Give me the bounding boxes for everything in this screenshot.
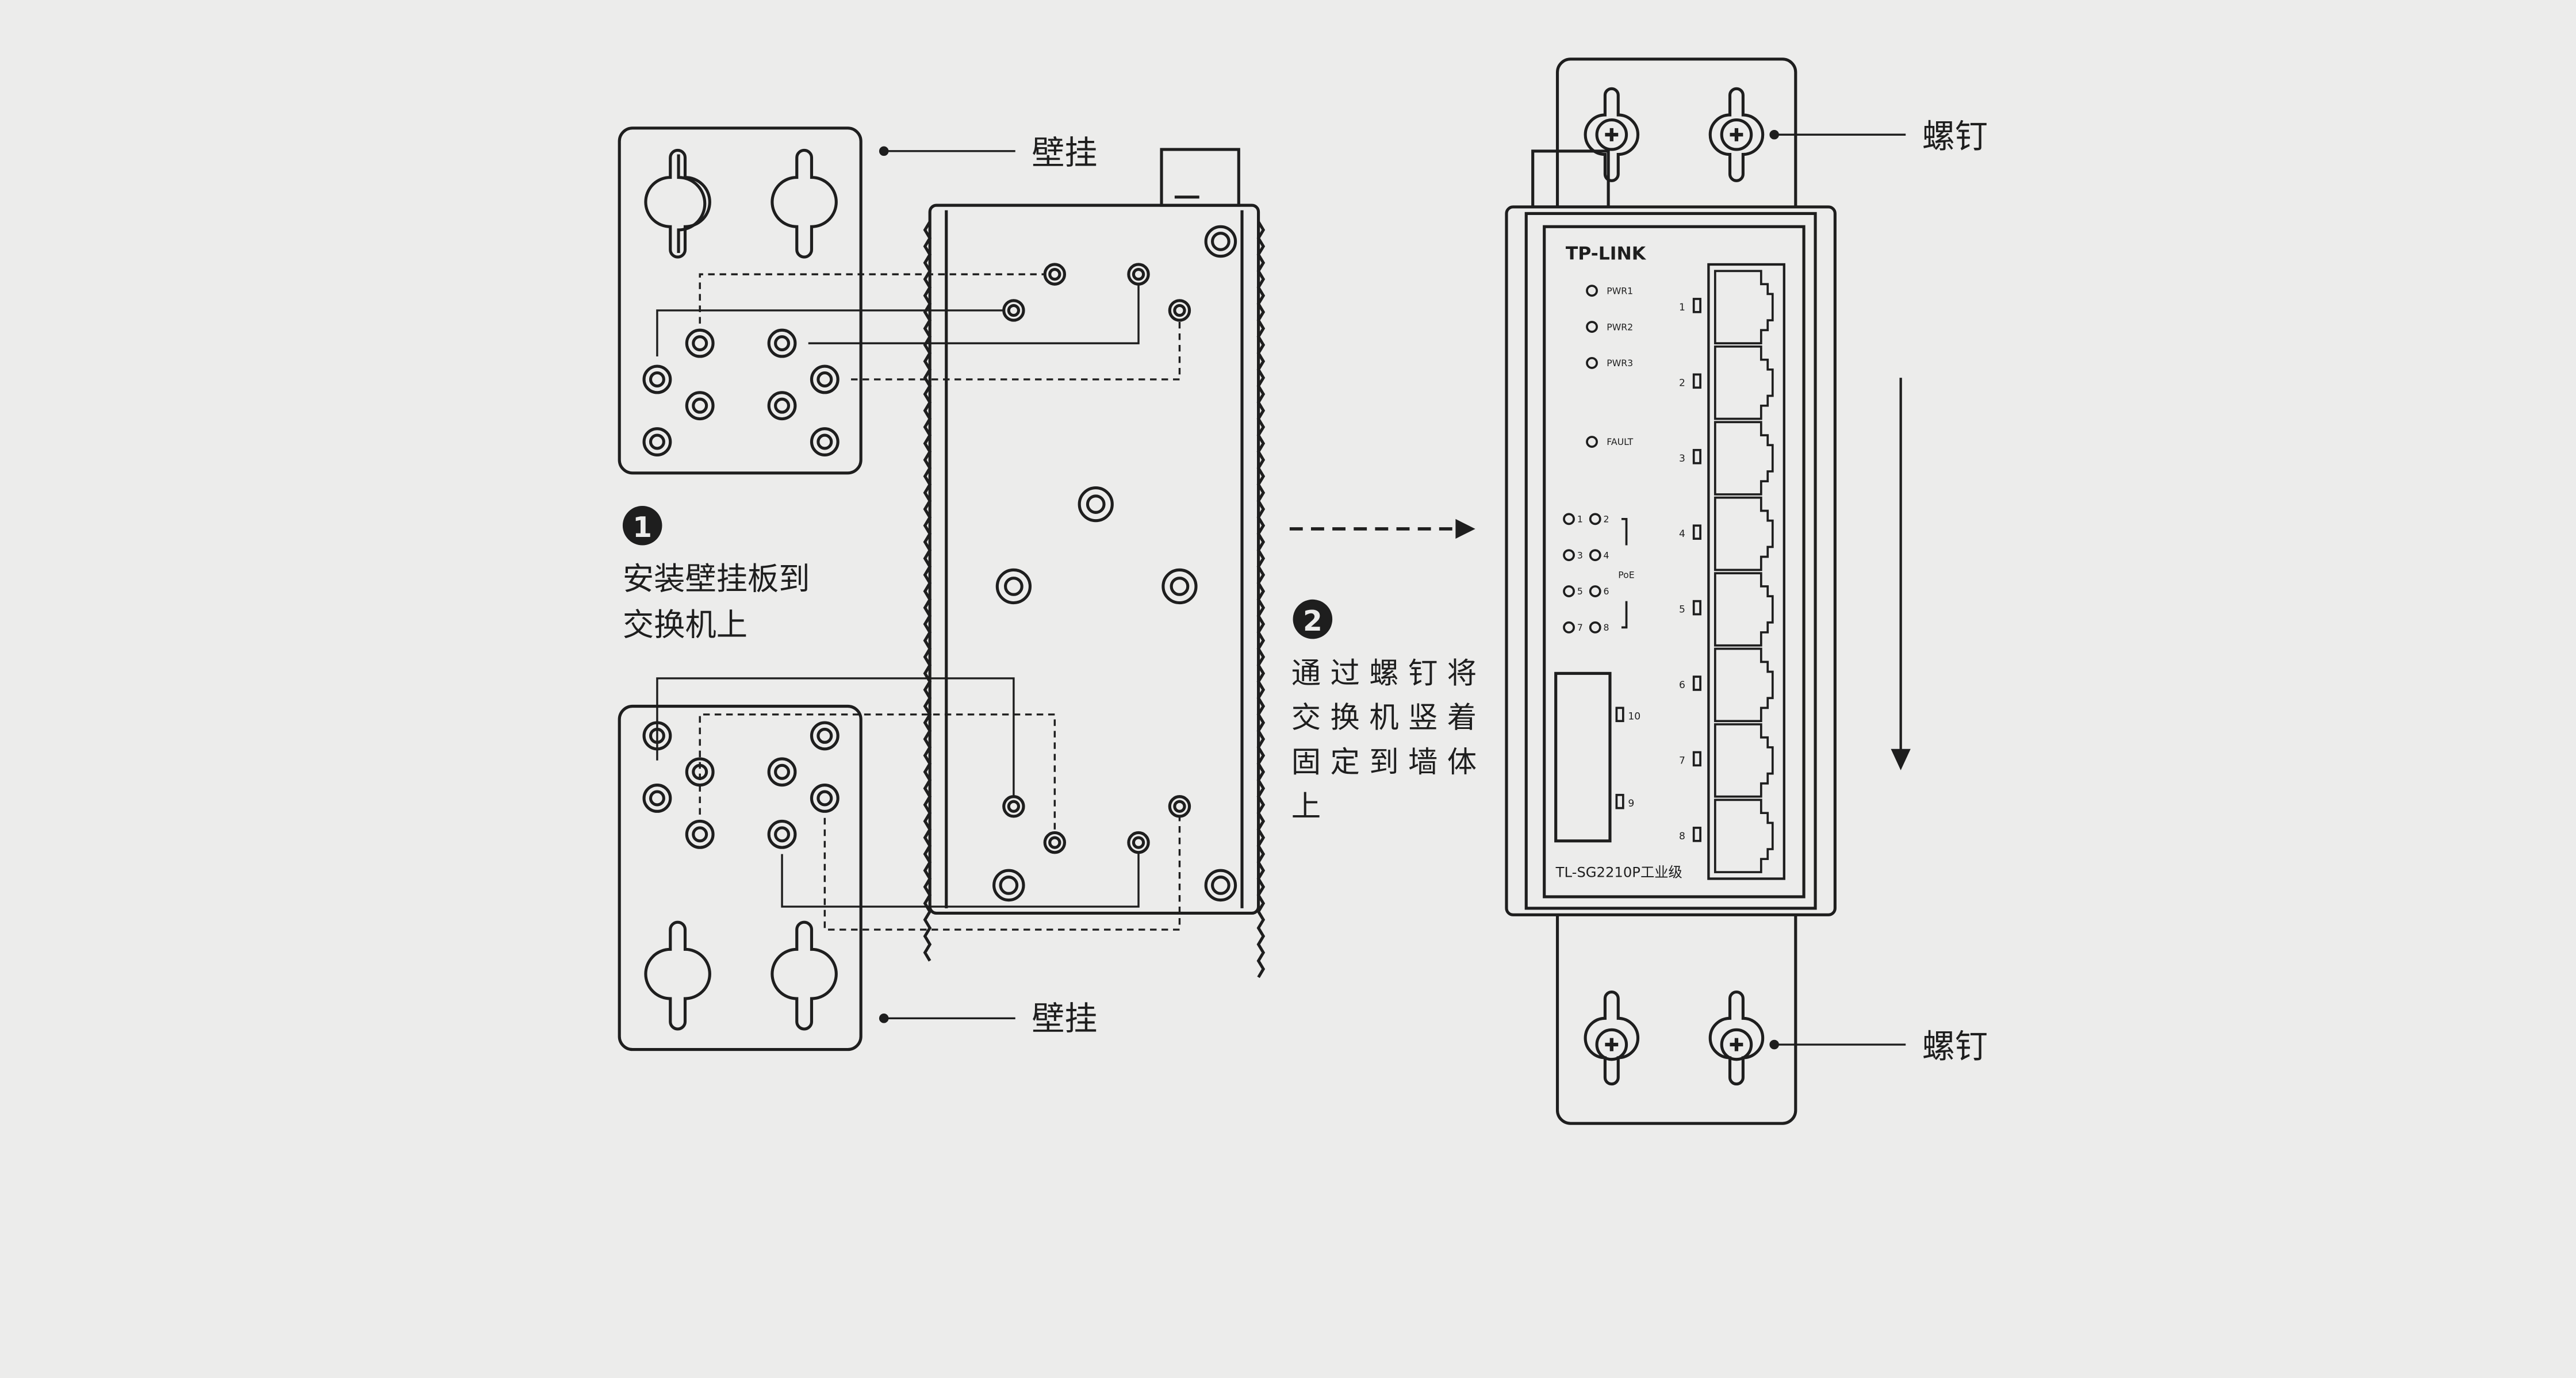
port-number: 8 xyxy=(1679,831,1685,842)
port-number: 1 xyxy=(1679,302,1685,313)
poe-led-label: 4 xyxy=(1604,550,1609,561)
poe-led-label: 5 xyxy=(1577,586,1583,597)
poe-led xyxy=(1589,513,1601,525)
power-led-label: PWR2 xyxy=(1607,321,1633,332)
poe-led xyxy=(1589,585,1601,597)
model-label: TL-SG2210P工业级 xyxy=(1555,864,1682,881)
fault-led xyxy=(1586,436,1598,448)
screw-label-top: 螺钉 xyxy=(1922,118,1988,156)
step-1-badge xyxy=(622,505,662,546)
poe-led xyxy=(1563,513,1575,525)
port-led xyxy=(1692,448,1701,465)
port-led xyxy=(1692,373,1701,389)
step-2-number: 2 xyxy=(1303,605,1322,638)
step-1-line-2: 交换机上 xyxy=(623,607,747,643)
port-led xyxy=(1692,751,1701,767)
poe-led xyxy=(1589,549,1601,562)
poe-bracket xyxy=(1621,517,1628,629)
power-led-label: PWR1 xyxy=(1607,285,1633,296)
poe-led-label: 7 xyxy=(1577,622,1583,633)
alignment-lines-bottom xyxy=(656,677,1181,931)
wall-bracket-front-top xyxy=(1531,57,1797,209)
step-2-line-3: 固 定 到 墙 体 xyxy=(1291,745,1477,780)
screw-label-bottom: 螺钉 xyxy=(1922,1028,1988,1066)
sfp-port-number: 10 xyxy=(1628,711,1640,722)
brand-logo: TP-LINK xyxy=(1566,243,1647,264)
sfp-led xyxy=(1615,707,1624,723)
port-number: 5 xyxy=(1679,604,1685,616)
poe-led xyxy=(1563,621,1575,634)
port-led xyxy=(1692,298,1701,313)
transition-arrow xyxy=(1289,519,1475,539)
rj45-port xyxy=(1713,572,1774,647)
direction-arrow-down xyxy=(1891,378,1911,770)
rj45-port xyxy=(1713,270,1774,344)
port-number: 4 xyxy=(1679,528,1685,540)
poe-led-label: 1 xyxy=(1577,514,1583,525)
rj45-port xyxy=(1713,345,1774,420)
sfp-led xyxy=(1615,793,1624,809)
step-2-line-2: 交 换 机 竖 着 xyxy=(1291,701,1477,735)
poe-led-label: 6 xyxy=(1604,586,1609,597)
poe-label: PoE xyxy=(1618,570,1634,581)
poe-led xyxy=(1563,585,1575,597)
power-led xyxy=(1586,285,1598,297)
rj45-port xyxy=(1713,647,1774,723)
step-2-line-4: 上 xyxy=(1291,789,1321,824)
power-led xyxy=(1586,356,1598,369)
switch-front-view xyxy=(1505,205,1837,916)
poe-led xyxy=(1589,621,1601,634)
port-number: 6 xyxy=(1679,680,1685,691)
bracket-holes-top xyxy=(642,328,839,456)
poe-led-label: 3 xyxy=(1577,550,1583,561)
rj45-port xyxy=(1713,496,1774,571)
rj45-ports xyxy=(1707,263,1785,880)
sfp-module xyxy=(1554,671,1612,843)
step-1-number: 1 xyxy=(632,512,652,544)
rj45-port xyxy=(1713,799,1774,873)
power-led xyxy=(1586,321,1598,333)
poe-led-label: 2 xyxy=(1604,514,1609,525)
port-led xyxy=(1692,524,1701,540)
wall-bracket-plate-top xyxy=(618,126,862,475)
step-1-line-1: 安装壁挂板到 xyxy=(623,561,810,597)
poe-led xyxy=(1563,549,1575,562)
alignment-lines-top xyxy=(656,273,1181,381)
switch-side-view xyxy=(923,148,1266,978)
wall-mount-label-bottom: 壁挂 xyxy=(1032,1000,1097,1038)
port-led xyxy=(1692,827,1701,842)
port-led xyxy=(1692,675,1701,691)
wall-bracket-front-bottom xyxy=(1555,915,1797,1125)
port-number: 7 xyxy=(1679,755,1685,766)
port-number: 2 xyxy=(1679,377,1685,389)
rj45-port xyxy=(1713,723,1774,798)
port-number: 3 xyxy=(1679,453,1685,465)
wall-mount-label-top: 壁挂 xyxy=(1032,135,1097,172)
fault-led-label: FAULT xyxy=(1607,436,1633,447)
port-led xyxy=(1692,600,1701,616)
step-2-line-1: 通 过 螺 钉 将 xyxy=(1291,657,1477,691)
step-2-badge xyxy=(1293,599,1333,639)
bracket-holes-bottom xyxy=(642,721,839,849)
power-led-label: PWR3 xyxy=(1607,358,1633,369)
poe-led-label: 8 xyxy=(1604,622,1609,633)
sfp-port-number: 9 xyxy=(1628,798,1634,809)
rj45-port xyxy=(1713,421,1774,496)
